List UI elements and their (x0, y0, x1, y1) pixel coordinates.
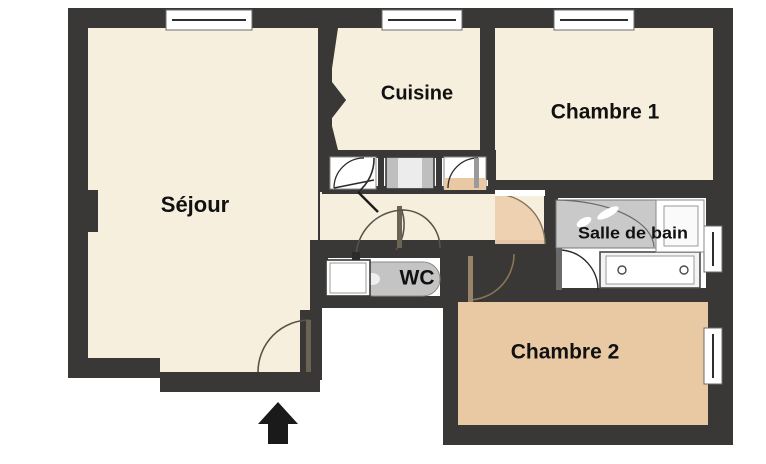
label-sejour: Séjour (161, 192, 230, 217)
wall-corridor-bottom-right (520, 240, 556, 258)
wall-corridor-bottom-mid (450, 240, 470, 258)
wall-corridor-bottom-left (318, 240, 450, 258)
door-swings-group (257, 157, 546, 373)
label-wc: WC (400, 267, 435, 290)
window-chambre1-top (553, 9, 635, 31)
label-chambre2: Chambre 2 (511, 341, 620, 364)
label-salle-de-bain: Salle de bain (578, 223, 688, 242)
fixtures-group (325, 156, 705, 297)
door-entrance (257, 319, 311, 373)
wall-cuisine-chambre1 (480, 28, 495, 180)
wall-sejour-right-edge (310, 240, 322, 380)
window-sejour-top (165, 9, 253, 31)
door-closet-left-swing (333, 157, 365, 189)
door-wc (352, 209, 405, 260)
room-floor-chambre2 (458, 300, 708, 425)
label-chambre1: Chambre 1 (551, 101, 660, 124)
wall-wc-left (318, 252, 328, 308)
door-closet-right-swing (447, 157, 479, 189)
shower (555, 199, 657, 249)
wall-left-notch (68, 190, 98, 232)
wall-chambre1-bottom (495, 180, 713, 194)
windows-group (165, 9, 723, 385)
door-closet-right-leaf (474, 158, 479, 188)
entrance-arrow (258, 402, 298, 444)
window-cuisine-top (381, 9, 463, 31)
door-bathroom (556, 248, 599, 291)
bathtub (599, 251, 701, 289)
room-labels: Séjour Cuisine Chambre 1 Chambre 2 Salle… (161, 82, 688, 363)
wall-closet-right-end (488, 150, 496, 194)
interior-walls (310, 28, 720, 432)
wall-closet-left-end (322, 150, 330, 194)
sink-wc (325, 259, 371, 297)
kitchen-appliance-highlight (398, 158, 422, 188)
sink-bathroom (655, 199, 705, 253)
wall-chambre2-top (454, 288, 708, 302)
wall-angled-segment (322, 82, 346, 118)
door-chambre1 (494, 190, 546, 245)
wall-closet-divider-1 (378, 152, 384, 190)
window-bathroom-right (703, 225, 723, 273)
wall-closet-divider-2 (436, 152, 442, 190)
closet-right-floor (444, 178, 486, 190)
room-floor-sejour (88, 28, 320, 372)
wall-closet-bottom (322, 186, 494, 194)
wall-wc-right (440, 252, 454, 308)
wall-closet-top (322, 150, 494, 158)
window-chambre2-right (703, 327, 723, 385)
wall-chambre2-left (444, 300, 458, 432)
door-chambre2 (467, 253, 515, 302)
wall-wc-bottom (318, 296, 454, 308)
room-floor-cuisine (330, 28, 480, 150)
door-cuisine (357, 157, 379, 213)
label-cuisine: Cuisine (381, 82, 453, 104)
room-floor-chambre1 (495, 28, 713, 180)
